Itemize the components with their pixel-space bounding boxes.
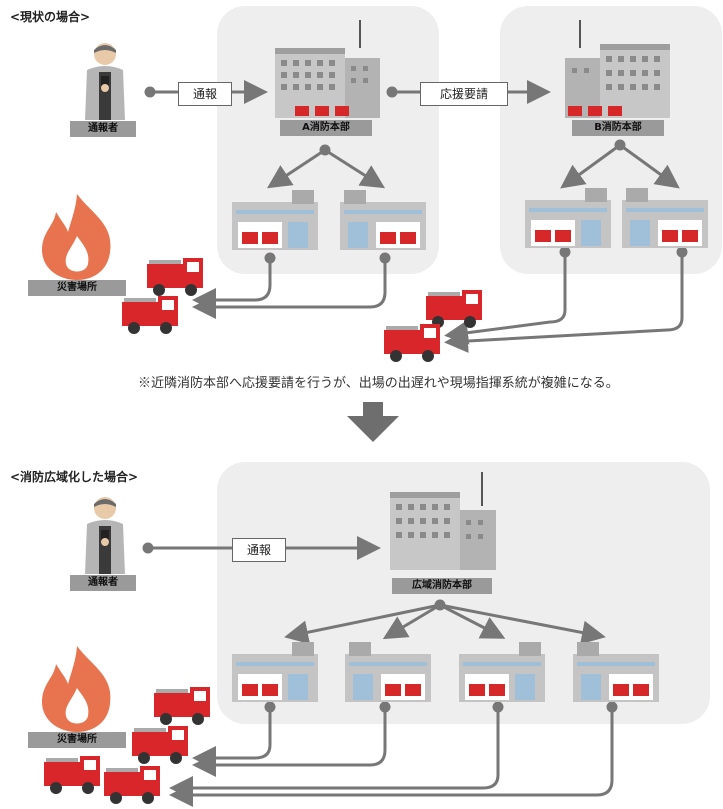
fire-station-w4-icon — [573, 642, 659, 702]
fire-truck-icon — [132, 726, 188, 764]
wide-section-title: <消防広域化した場合> — [10, 470, 139, 484]
hq-a-label: A消防本部 — [280, 120, 372, 136]
fire-truck-icon — [384, 324, 440, 362]
hq-b-building-icon — [565, 20, 670, 118]
hq-b-label: B消防本部 — [572, 120, 664, 136]
fire-flame-icon — [42, 646, 111, 732]
fire-station-b1-icon — [525, 188, 611, 248]
fire-station-a2-icon — [340, 190, 426, 250]
fire-truck-icon — [104, 766, 160, 804]
down-arrow-icon — [347, 402, 399, 442]
fire-station-w2-icon — [345, 642, 431, 702]
request-arrow-label: 応援要請 — [420, 82, 508, 106]
hq-a-building-icon — [275, 20, 380, 118]
fire-truck-icon — [122, 296, 178, 334]
fire-truck-icon — [147, 258, 203, 296]
reporter-label-wide: 通報者 — [70, 575, 136, 591]
wide-hq-building-icon — [390, 472, 496, 570]
fire-station-a1-icon — [232, 190, 318, 250]
fire-truck-icon — [426, 290, 482, 328]
fire-truck-icon — [44, 756, 100, 794]
fire-station-w3-icon — [459, 642, 545, 702]
report-arrow-label: 通報 — [178, 82, 232, 106]
note-text: ※近隣消防本部へ応援要請を行うが、出場の出遅れや現場指揮系統が複雑になる。 — [138, 376, 619, 391]
reporter-person-icon — [85, 43, 125, 120]
reporter-label: 通報者 — [70, 121, 136, 137]
fire-station-b2-icon — [622, 188, 708, 248]
fire-flame-icon — [42, 194, 111, 280]
fire-truck-icon — [154, 687, 210, 725]
reporter-person-icon — [85, 497, 125, 574]
disaster-label-current: 災害場所 — [28, 280, 126, 296]
wide-hq-label: 広域消防本部 — [392, 578, 492, 594]
report-arrow-label-wide: 通報 — [232, 538, 286, 562]
current-section-title: <現状の場合> — [10, 10, 91, 24]
fire-station-w1-icon — [232, 642, 318, 702]
disaster-label-wide: 災害場所 — [28, 732, 126, 748]
